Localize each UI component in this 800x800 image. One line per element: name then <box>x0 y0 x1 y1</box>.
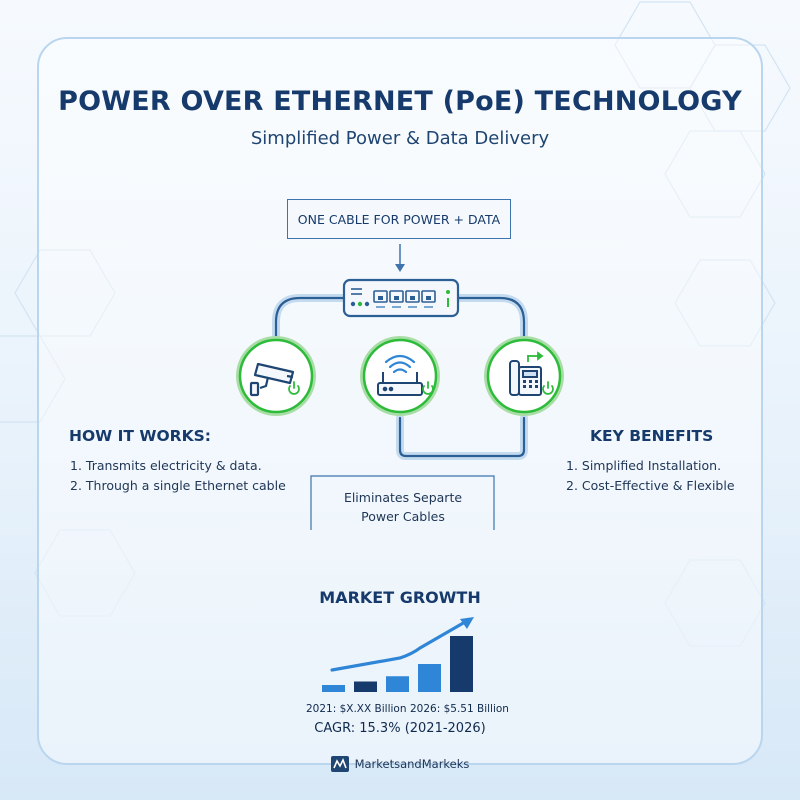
one-cable-label: ONE CABLE FOR POWER + DATA <box>297 211 501 227</box>
eliminates-line-1: Eliminates Separte <box>343 490 463 505</box>
phone-icon <box>509 360 542 396</box>
security-camera-icon <box>249 362 295 397</box>
power-icon <box>422 381 434 395</box>
eliminates-bracket <box>310 475 495 530</box>
market-bar <box>418 664 441 692</box>
how-it-works-item: 1. Transmits electricity & data. <box>70 458 262 473</box>
power-icon <box>542 381 554 395</box>
eliminates-text: Eliminates Separte Power Cables <box>313 488 493 526</box>
network-switch-icon <box>342 278 460 318</box>
brand-logo-icon <box>330 756 349 772</box>
wifi-icon <box>384 354 416 374</box>
arrow-right-icon <box>527 351 544 362</box>
how-it-works-title: HOW IT WORKS: <box>69 427 211 445</box>
ip-phone-device <box>484 336 564 416</box>
label-2026: 2026: $5.51 Billion <box>410 703 509 715</box>
page-title: POWER OVER ETHERNET (PoE) TECHNOLOGY <box>58 86 742 117</box>
ethernet-cables <box>272 294 528 460</box>
one-cable-box: ONE CABLE FOR POWER + DATA <box>287 199 511 239</box>
eliminates-line-2: Power Cables <box>361 509 445 524</box>
trend-arrow-head <box>460 617 474 629</box>
router-icon <box>377 372 423 396</box>
label-2021: 2021: $X.XX Billion <box>306 703 407 715</box>
key-benefits-item: 2. Cost-Effective & Flexible <box>566 478 735 493</box>
brand-name: MarketsandMarkeks <box>354 757 470 771</box>
wifi-access-point-device <box>360 336 440 416</box>
market-bar <box>354 681 377 692</box>
market-bar <box>450 636 473 692</box>
brand-footer: MarketsandMarkeks <box>303 750 497 778</box>
trend-arrow-line <box>330 620 467 672</box>
market-growth-title: MARKET GROWTH <box>319 588 481 607</box>
market-bar <box>386 676 409 692</box>
market-growth-chart <box>322 617 474 692</box>
market-bar <box>322 685 345 692</box>
page-subtitle: Simplified Power & Data Delivery <box>250 128 550 149</box>
how-it-works-item: 2. Through a single Ethernet cable <box>70 478 286 493</box>
cagr-text: CAGR: 15.3% (2021-2026) <box>314 721 486 736</box>
arrow-down-icon <box>395 244 405 272</box>
key-benefits-title: KEY BENEFITS <box>590 427 714 445</box>
power-icon <box>288 381 300 395</box>
key-benefits-item: 1. Simplified Installation. <box>566 458 722 473</box>
security-camera-device <box>236 336 316 416</box>
